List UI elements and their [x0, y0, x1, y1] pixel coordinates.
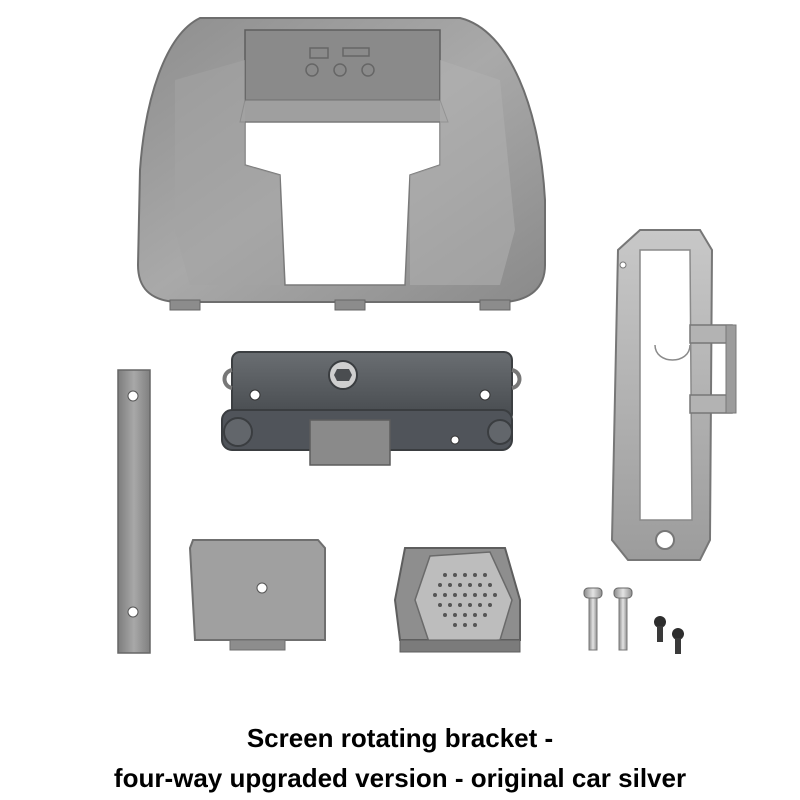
product-caption: Screen rotating bracket - four-way upgra… [0, 718, 800, 798]
mounting-strip [117, 369, 151, 654]
side-clip-frame [610, 229, 737, 561]
product-photo [117, 17, 737, 654]
speaker-grille-cover [393, 547, 521, 653]
caption-line-1: Screen rotating bracket - [246, 723, 554, 753]
rotating-base [221, 351, 522, 466]
caption-line-2: four-way upgraded version - original car… [113, 763, 687, 793]
tapping-screws [654, 616, 684, 654]
cover-plate [188, 539, 326, 651]
machine-screws [583, 587, 633, 651]
bracket-housing [136, 17, 546, 311]
grille-holes [433, 573, 497, 627]
